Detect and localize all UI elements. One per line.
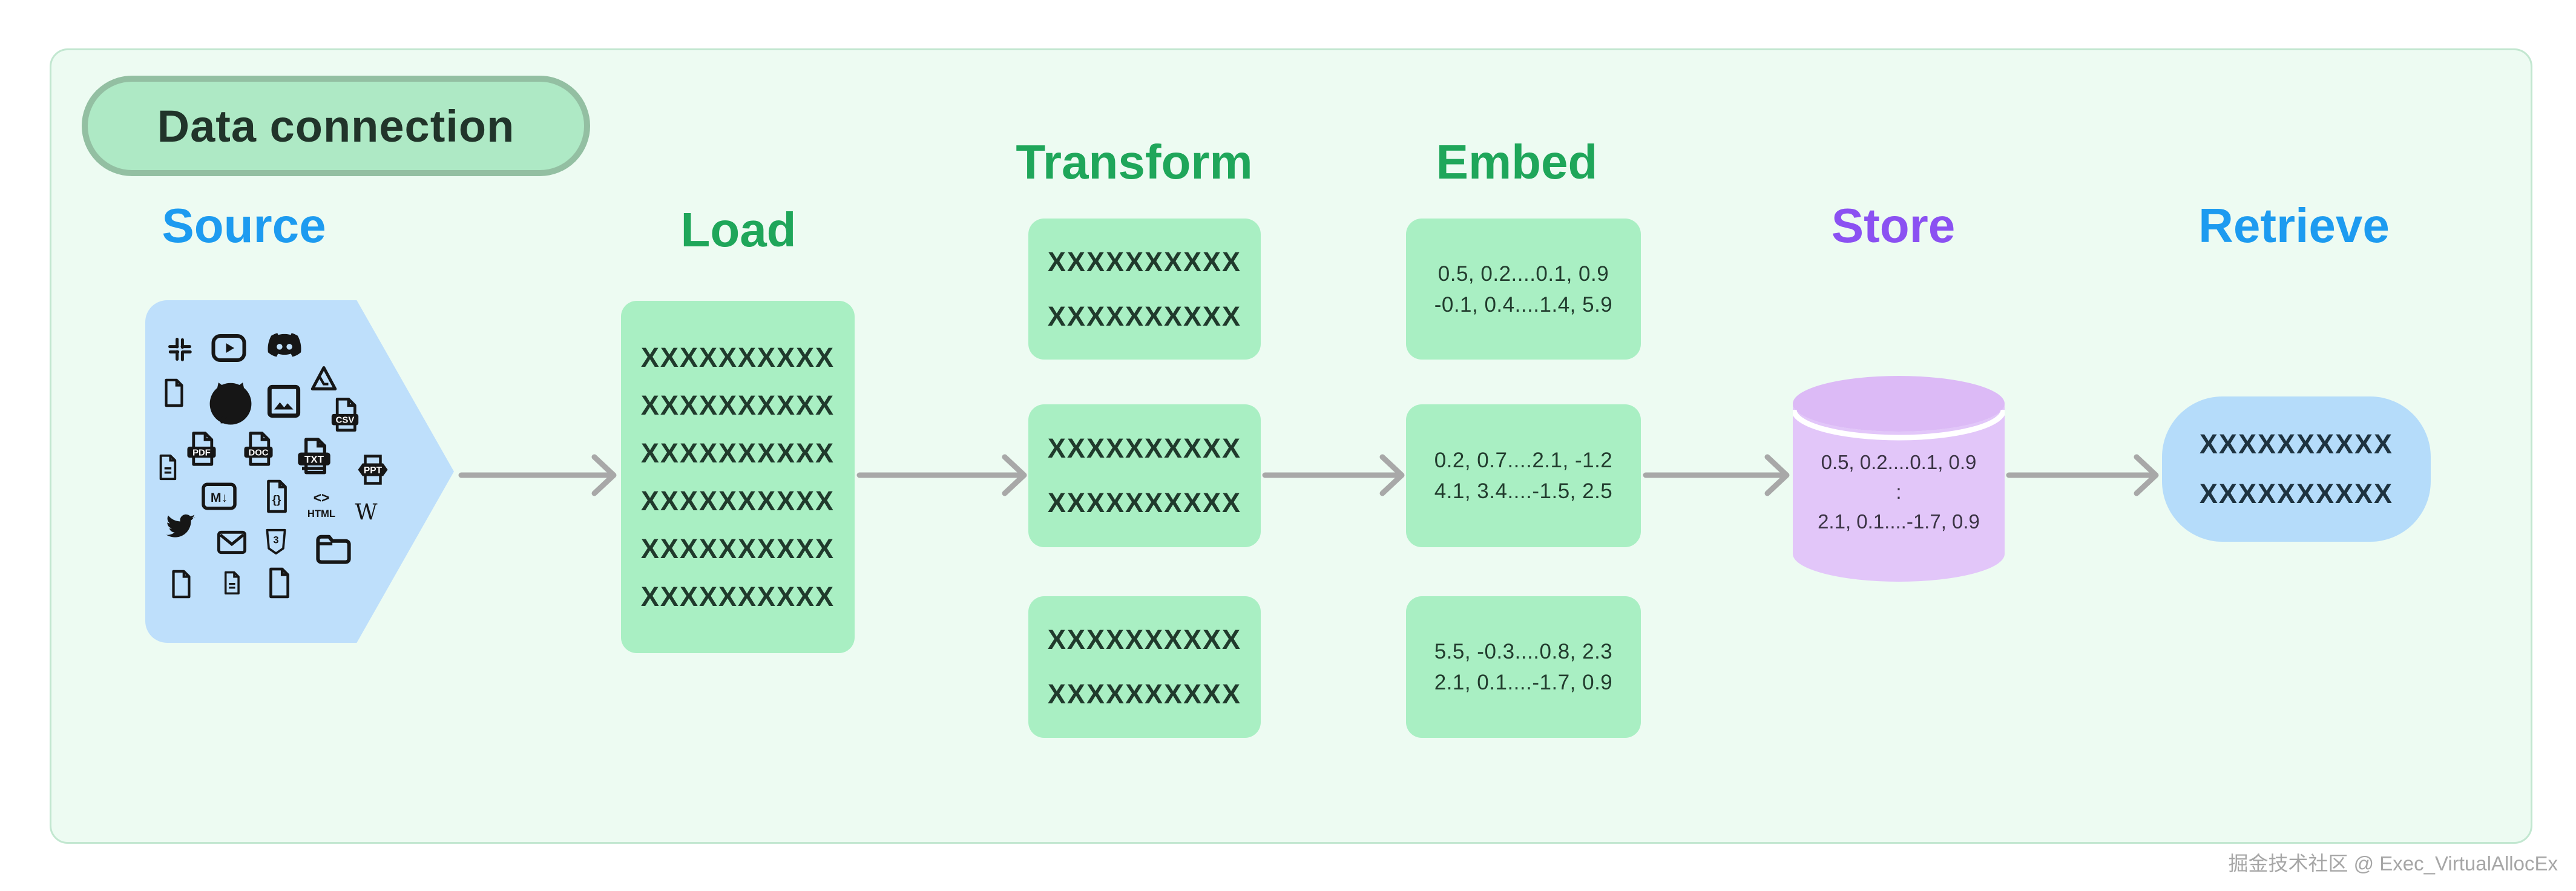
load-box: XXXXXXXXXX XXXXXXXXXX XXXXXXXXXX XXXXXXX… [621,301,855,653]
store-database: 0.5, 0.2....0.1, 0.9 : 2.1, 0.1....-1.7,… [1793,376,2005,582]
svg-text:DOC: DOC [248,448,268,458]
watermark: 掘金技术社区 @ Exec_VirtualAllocEx [2228,852,2558,875]
markdown-icon: M↓ [202,482,237,510]
github-icon [209,383,252,425]
ppt-file-icon: PPT [358,455,388,485]
retrieve-line: XXXXXXXXXX [2199,478,2394,509]
store-title: Store [1831,199,1956,252]
google-drive-icon [310,366,337,390]
code-file-icon: {} [267,479,287,513]
transform-title: Transform [1016,135,1253,189]
transform-line: XXXXXXXXXX [1047,300,1242,332]
load-line: XXXXXXXXXX [640,533,835,564]
youtube-icon [211,334,246,362]
load-line: XXXXXXXXXX [640,580,835,612]
data-connection-label: Data connection [157,100,515,151]
embed-title: Embed [1436,135,1598,189]
embed-box-1: 0.5, 0.2....0.1, 0.9 -0.1, 0.4....1.4, 5… [1406,219,1641,360]
txt-file-icon: TXT [298,438,330,475]
transform-box-3: XXXXXXXXXX XXXXXXXXXX [1028,596,1261,738]
css3-icon: 3 [266,528,286,555]
arrow-transform-to-embed [1262,454,1405,496]
load-line: XXXXXXXXXX [640,437,835,469]
source-title: Source [162,199,326,252]
store-line: 2.1, 0.1....-1.7, 0.9 [1818,510,1980,533]
transform-box-2: XXXXXXXXXX XXXXXXXXXX [1028,404,1261,547]
svg-text:CSV: CSV [336,415,355,426]
svg-text:W: W [355,500,378,524]
load-line: XXXXXXXXXX [640,389,835,421]
file-text-icon [159,454,177,481]
arrow-source-to-load [458,454,617,496]
transform-line: XXXXXXXXXX [1047,246,1242,277]
embed-box-3: 5.5, -0.3....0.8, 2.3 2.1, 0.1....-1.7, … [1406,596,1641,738]
retrieve-line: XXXXXXXXXX [2199,429,2394,459]
embed-box-2: 0.2, 0.7....2.1, -1.2 4.1, 3.4....-1.5, … [1406,404,1641,547]
slack-icon [168,338,192,361]
doc-file-icon: DOC [244,432,273,466]
mail-icon [217,530,246,554]
embed-vector-line: -0.1, 0.4....1.4, 5.9 [1434,292,1613,317]
load-line: XXXXXXXXXX [640,341,835,373]
csv-file-icon: CSV [331,397,359,432]
pdf-file-icon: PDF [187,432,216,466]
html-icon: <> HTML [307,490,335,519]
diagram-container [50,48,2532,844]
arrow-embed-to-store [1643,454,1790,496]
svg-text:3: 3 [273,535,278,546]
database-cylinder-icon [1793,376,2005,582]
transform-line: XXXXXXXXXX [1047,679,1242,709]
embed-vector-line: 0.5, 0.2....0.1, 0.9 [1438,261,1609,286]
svg-text:PDF: PDF [192,448,211,458]
image-icon [267,384,301,418]
arrow-store-to-retrieve [2006,454,2159,496]
data-connection-badge: Data connection [82,76,590,176]
file-text-icon [224,571,240,595]
transform-box-1: XXXXXXXXXX XXXXXXXXXX [1028,219,1261,360]
embed-vector-line: 5.5, -0.3....0.8, 2.3 [1434,640,1613,663]
svg-text:PPT: PPT [364,465,383,476]
embed-vector-line: 2.1, 0.1....-1.7, 0.9 [1434,671,1613,694]
discord-icon [268,333,301,357]
svg-text:M↓: M↓ [211,490,228,505]
load-line: XXXXXXXXXX [640,485,835,516]
transform-line: XXXXXXXXXX [1047,624,1242,655]
arrow-load-to-transform [856,454,1027,496]
svg-text:<>: <> [314,490,330,505]
store-line: 0.5, 0.2....0.1, 0.9 [1821,451,1977,473]
transform-line: XXXXXXXXXX [1047,487,1242,518]
file-icon [269,567,289,599]
store-line: : [1896,481,1902,503]
svg-text:HTML: HTML [307,508,335,519]
file-icon [165,378,183,407]
file-icon [172,570,191,599]
embed-vector-line: 4.1, 3.4....-1.5, 2.5 [1434,479,1613,503]
svg-text:TXT: TXT [304,453,324,465]
folder-icon [316,534,351,564]
twitter-icon [166,514,196,538]
load-title: Load [680,203,797,257]
svg-text:{}: {} [272,493,281,505]
store-vector-text: 0.5, 0.2....0.1, 0.9 : 2.1, 0.1....-1.7,… [1793,447,2005,536]
wikipedia-icon: W [355,500,378,524]
retrieve-box: XXXXXXXXXX XXXXXXXXXX [2162,396,2431,542]
embed-vector-line: 0.2, 0.7....2.1, -1.2 [1434,449,1613,472]
retrieve-title: Retrieve [2198,199,2390,252]
transform-line: XXXXXXXXXX [1047,433,1242,464]
